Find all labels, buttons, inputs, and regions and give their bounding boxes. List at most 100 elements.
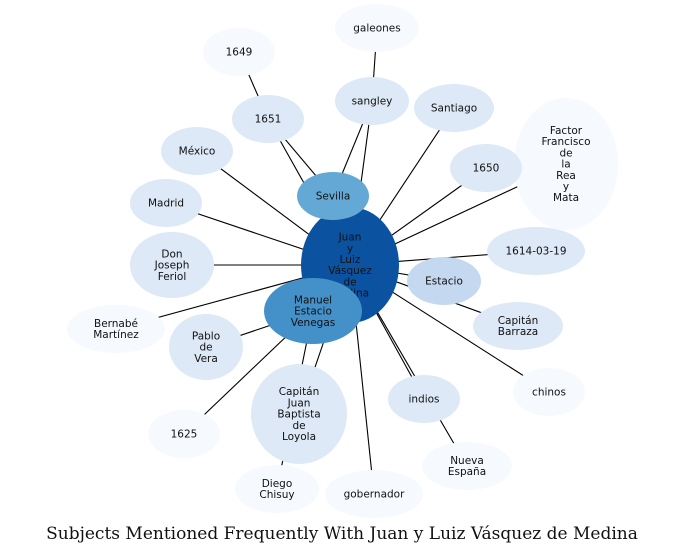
node-donjoseph-shape <box>130 232 214 298</box>
node-barraza-shape <box>473 302 563 350</box>
node-n1625-label-line: 1625 <box>171 429 198 441</box>
node-center-label-line: Juan <box>338 232 362 244</box>
node-center-label-line: Luiz <box>340 254 361 266</box>
node-sangley[interactable]: sangley <box>335 77 409 125</box>
node-loyola-label-line: Juan <box>287 397 311 409</box>
node-santiago-label: Santiago <box>431 103 477 115</box>
node-diego-shape <box>235 465 319 513</box>
node-chinos-label: chinos <box>532 387 566 399</box>
node-chinos[interactable]: chinos <box>513 368 585 416</box>
node-n1649[interactable]: 1649 <box>203 28 275 76</box>
node-gobernador-shape <box>325 470 423 518</box>
node-santiago[interactable]: Santiago <box>414 84 494 132</box>
node-bernabe-label-line: Bernabé <box>94 318 138 330</box>
node-n1650[interactable]: 1650 <box>450 144 522 192</box>
node-gobernador-label: gobernador <box>344 489 406 501</box>
node-donjoseph-label-line: Joseph <box>154 260 190 272</box>
node-madrid-label: Madrid <box>148 198 184 210</box>
node-galeones[interactable]: galeones <box>335 4 419 52</box>
node-loyola-label-line: Loyola <box>282 431 316 443</box>
node-indios-label: indios <box>408 394 439 406</box>
node-galeones-label-line: galeones <box>353 23 401 35</box>
node-loyola-label-line: Capitán <box>279 386 320 398</box>
node-pablo-label-line: de <box>199 342 212 354</box>
node-mexico-shape <box>161 127 233 175</box>
node-center-label-line: Vásquez <box>328 265 372 277</box>
node-barraza-label-line: Capitán <box>498 315 539 327</box>
node-n1649-label-line: 1649 <box>226 47 253 59</box>
node-galeones-shape <box>335 4 419 52</box>
node-n1651[interactable]: 1651 <box>232 95 304 143</box>
node-center-label-line: y <box>347 243 353 255</box>
node-mexico[interactable]: México <box>161 127 233 175</box>
node-factor-label-line: la <box>561 159 570 171</box>
node-factor-label-line: Rea <box>556 170 576 182</box>
node-n1650-label: 1650 <box>473 163 500 175</box>
node-center-label-line: de <box>343 276 356 288</box>
node-loyola-label-line: Baptista <box>277 409 320 421</box>
node-factor-label-line: Factor <box>550 125 583 137</box>
node-gobernador[interactable]: gobernador <box>325 470 423 518</box>
node-diego-label-line: Chisuy <box>259 489 294 501</box>
node-sevilla-shape <box>297 172 369 220</box>
node-bernabe-label-line: Martínez <box>93 329 139 341</box>
node-mexico-label: México <box>179 146 216 158</box>
node-n1650-shape <box>450 144 522 192</box>
node-santiago-shape <box>414 84 494 132</box>
node-manuel-label-line: Manuel <box>294 294 332 306</box>
node-nuevaespana-label-line: Nueva <box>450 455 484 467</box>
node-sevilla[interactable]: Sevilla <box>297 172 369 220</box>
node-estacio[interactable]: Estacio <box>407 257 481 305</box>
node-n1651-label-line: 1651 <box>255 114 282 126</box>
node-n1614[interactable]: 1614-03-19 <box>487 227 585 275</box>
node-santiago-label-line: Santiago <box>431 103 477 115</box>
diagram-title: Subjects Mentioned Frequently With Juan … <box>46 524 638 544</box>
node-n1625[interactable]: 1625 <box>148 410 220 458</box>
node-sangley-label: sangley <box>352 96 393 108</box>
node-n1651-shape <box>232 95 304 143</box>
node-gobernador-label-line: gobernador <box>344 489 406 501</box>
node-n1649-shape <box>203 28 275 76</box>
node-factor-label-line: Francisco <box>541 136 590 148</box>
node-estacio-shape <box>407 257 481 305</box>
node-loyola-shape <box>251 364 347 464</box>
node-sangley-shape <box>335 77 409 125</box>
node-sangley-label-line: sangley <box>352 96 393 108</box>
node-factor-label-line: y <box>563 181 569 193</box>
node-indios[interactable]: indios <box>388 375 460 423</box>
node-factor-label-line: Mata <box>553 192 579 204</box>
node-n1614-label-line: 1614-03-19 <box>505 246 566 258</box>
node-estacio-label-line: Estacio <box>425 276 463 288</box>
node-factor-label-line: de <box>559 147 572 159</box>
node-loyola-label-line: de <box>292 420 305 432</box>
node-n1614-shape <box>487 227 585 275</box>
node-madrid-shape <box>130 179 202 227</box>
node-estacio-label: Estacio <box>425 276 463 288</box>
node-bernabe-shape <box>67 305 165 353</box>
node-n1650-label-line: 1650 <box>473 163 500 175</box>
node-madrid[interactable]: Madrid <box>130 179 202 227</box>
node-sevilla-label-line: Sevilla <box>316 191 351 203</box>
node-n1614-label: 1614-03-19 <box>505 246 566 258</box>
node-nuevaespana-shape <box>422 442 512 490</box>
node-indios-label-line: indios <box>408 394 439 406</box>
node-diego-label-line: Diego <box>262 478 293 490</box>
node-n1651-label: 1651 <box>255 114 282 126</box>
node-chinos-shape <box>513 368 585 416</box>
